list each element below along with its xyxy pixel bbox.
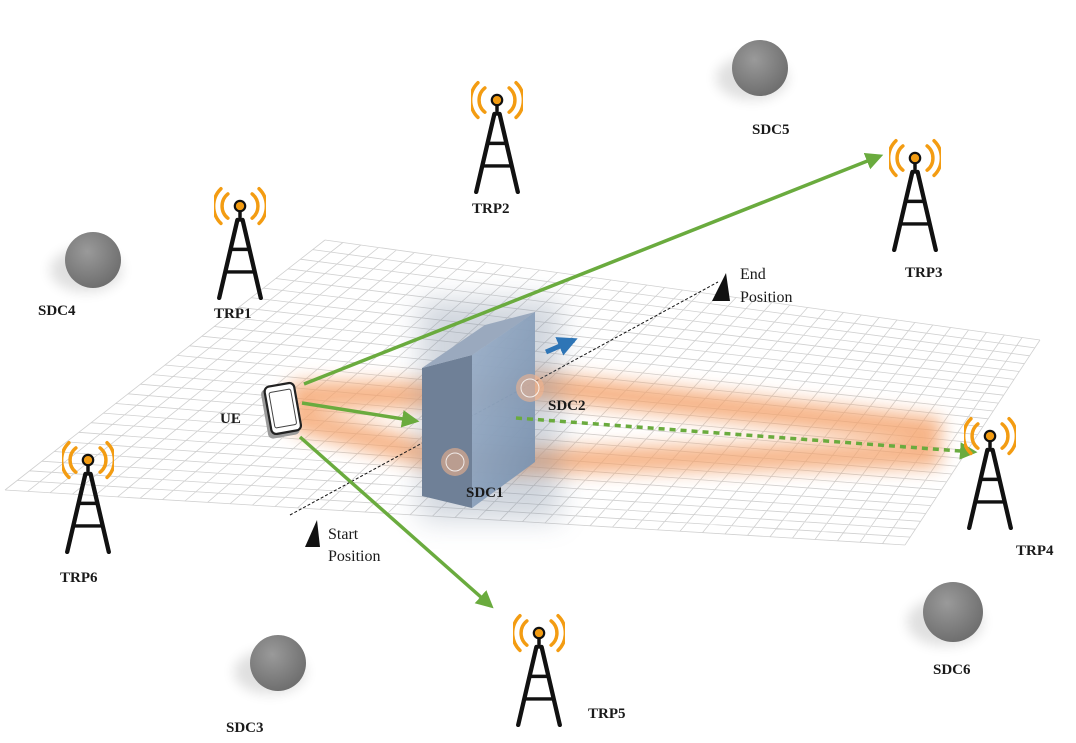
sdc4-label: SDC4 [38, 303, 76, 319]
trp4-label: TRP4 [1016, 543, 1054, 559]
ue-label: UE [220, 411, 241, 427]
scatter-points [441, 374, 544, 476]
trp1-tower-icon [214, 189, 267, 298]
end-position-marker [712, 273, 730, 301]
ue-device [261, 381, 303, 439]
trp3-label: TRP3 [905, 265, 943, 281]
sdc1-label: SDC1 [466, 485, 504, 501]
links [298, 153, 978, 609]
sdc4-sphere [50, 232, 122, 292]
link-ue-trp3 [303, 153, 884, 386]
scatter-path-sdc2 [287, 372, 943, 443]
sdc2-label: SDC2 [548, 398, 586, 414]
smartphone-icon [261, 381, 303, 439]
trp3-tower-icon [889, 141, 942, 250]
trp1-label: TRP1 [214, 306, 252, 322]
trp2-label: TRP2 [472, 201, 510, 217]
trp5-tower-icon [513, 616, 566, 725]
trp4-tower-icon [964, 419, 1017, 528]
sdc5-label: SDC5 [752, 122, 790, 138]
sdc2-point [516, 374, 544, 402]
motion-arrow [545, 337, 578, 356]
end-position-label-line2: Position [740, 289, 792, 306]
trp6-tower-icon [62, 443, 115, 552]
sdc5-sphere [716, 40, 788, 100]
trp2-tower-icon [471, 83, 524, 192]
trp5-label: TRP5 [588, 706, 626, 722]
sdc3-sphere [234, 635, 306, 694]
blocker-block [420, 300, 560, 520]
sdc1-point [441, 448, 469, 476]
labels: UE SDC1 SDC2 SDC3 SDC4 SDC5 SDC6 TRP1 TR… [38, 122, 1054, 736]
sdc6-label: SDC6 [933, 662, 971, 678]
sdc3-label: SDC3 [226, 720, 264, 736]
start-position-marker [305, 520, 320, 547]
start-position-label-line2: Position [328, 548, 380, 565]
start-position-label-line1: Start [328, 526, 359, 543]
link-ue-blocker [301, 401, 420, 428]
sdc-spheres [50, 40, 983, 694]
link-ue-trp5 [298, 435, 494, 609]
trp6-label: TRP6 [60, 570, 98, 586]
end-position-label-line1: End [740, 266, 766, 283]
sdc6-sphere [907, 582, 983, 646]
trajectory-line [289, 281, 719, 516]
